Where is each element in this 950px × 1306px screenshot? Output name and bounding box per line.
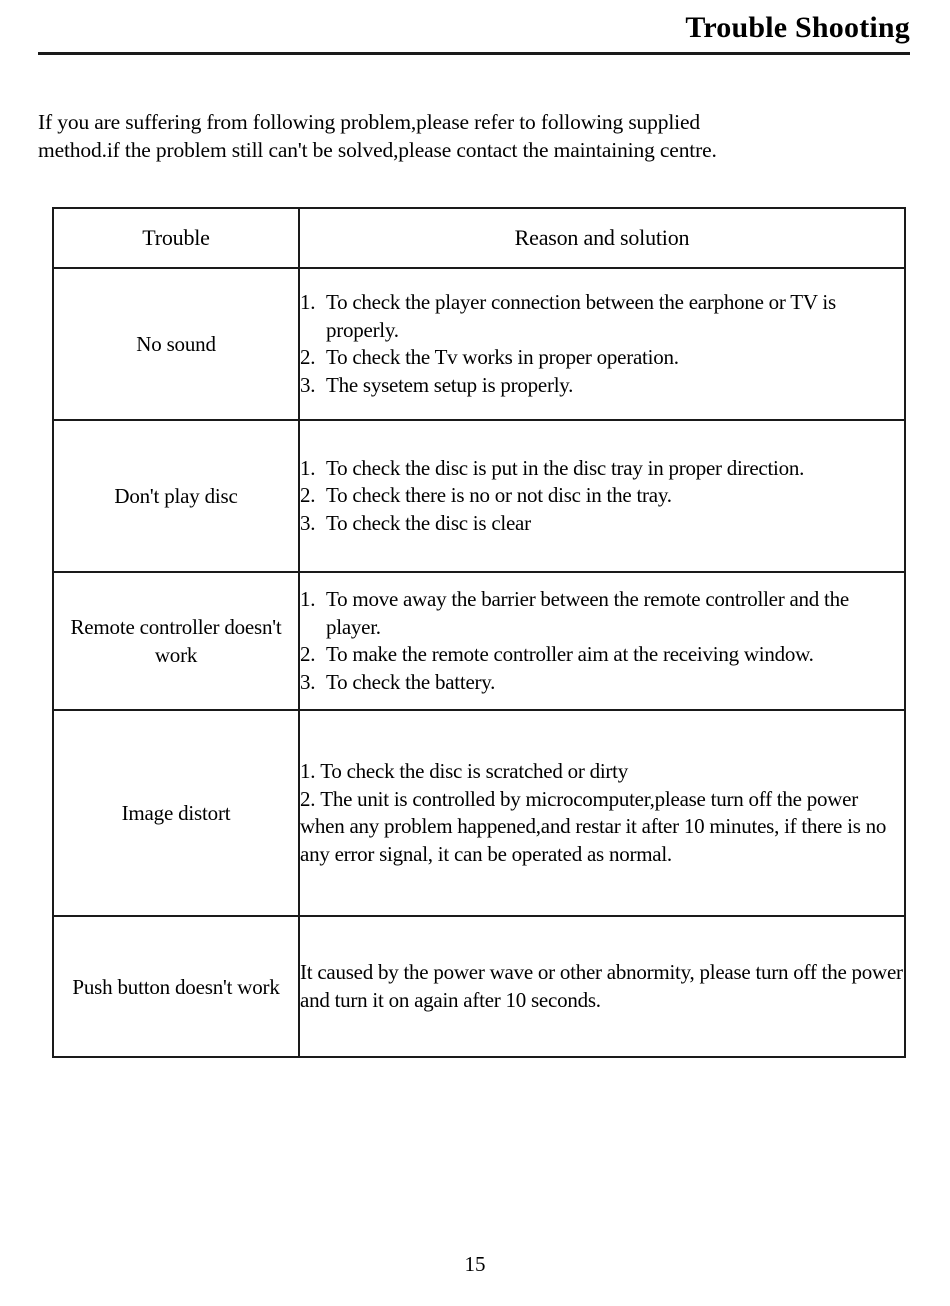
list-item-number: 2.	[300, 786, 316, 811]
trouble-label: Image distort	[52, 709, 300, 917]
list-item: 2.The unit is controlled by microcompute…	[300, 786, 904, 869]
table-row: Push button doesn't work It caused by th…	[52, 915, 906, 1058]
page-header: Trouble Shooting	[38, 8, 910, 58]
table-row: Remote controller doesn't work 1. To move…	[52, 571, 906, 711]
list-item-text: To make the remote controller aim at the…	[326, 642, 814, 666]
list-item-number: 2.	[300, 345, 316, 369]
list-item-number: 3.	[300, 510, 316, 535]
table-row: Don't play disc 1. To check the disc is p…	[52, 419, 906, 573]
page-title: Trouble Shooting	[685, 11, 910, 44]
reason-content: 1. To move away the barrier between the r…	[298, 571, 906, 711]
list-item: 1. To check the disc is put in the disc t…	[300, 455, 904, 483]
list-item: 2. To make the remote controller aim at t…	[300, 641, 904, 669]
reason-content: It caused by the power wave or other abn…	[298, 915, 906, 1058]
list-item-number: 2.	[300, 642, 316, 666]
reason-content: 1. To check the disc is put in the disc t…	[298, 419, 906, 573]
list-item-number: 1.	[300, 587, 316, 611]
list-item: 2. To check the Tv works in proper operat…	[300, 344, 904, 372]
troubleshooting-table-wrapper: Trouble Reason and solution No sound 1.T…	[52, 207, 906, 1058]
list-item-text: To check the disc is clear	[326, 510, 531, 535]
list-item-text: The unit is controlled by microcomputer,…	[300, 786, 887, 866]
list-item: 3. To check the disc is clear	[300, 510, 904, 538]
trouble-label: No sound	[52, 267, 300, 421]
troubleshooting-table: Trouble Reason and solution No sound 1.T…	[52, 207, 906, 1058]
list-item-text: To check the Tv works in proper operatio…	[326, 345, 679, 369]
intro-paragraph: If you are suffering from following prob…	[38, 108, 918, 164]
list-item: 1. To check the player connection between…	[300, 289, 904, 344]
list-item-number: 1.	[300, 759, 316, 783]
table-row: Image distort 1.To check the disc is scr…	[52, 709, 906, 917]
column-header-reason: Reason and solution	[298, 207, 906, 269]
list-item-text: To move away the barrier between the rem…	[326, 587, 849, 639]
solution-list: 1. To check the player connection between…	[300, 289, 904, 399]
list-item-number: 3.	[300, 372, 316, 397]
reason-content: 1.To check the disc is scratched or dirt…	[298, 709, 906, 917]
page-number: 15	[464, 1252, 486, 1276]
solution-list: 1.To check the disc is scratched or dirt…	[300, 758, 904, 868]
list-item-number: 2.	[300, 483, 316, 508]
list-item-text: To check the disc is put in the disc tra…	[326, 455, 805, 480]
reason-paragraph: It caused by the power wave or other abn…	[300, 960, 903, 1012]
solution-list: 1. To move away the barrier between the r…	[300, 586, 904, 696]
solution-list: 1. To check the disc is put in the disc t…	[300, 455, 904, 538]
intro-line-2: method.if the problem still can't be sol…	[38, 138, 717, 162]
list-item-text: To check the disc is scratched or dirty	[320, 759, 629, 783]
table-header-row: Trouble Reason and solution	[52, 207, 906, 269]
list-item-text: To check the battery.	[326, 669, 496, 694]
list-item: 2. To check there is no or not disc in th…	[300, 482, 904, 510]
intro-line-1: If you are suffering from following prob…	[38, 110, 700, 134]
list-item-text: The sysetem setup is properly.	[326, 372, 574, 397]
column-header-trouble: Trouble	[52, 207, 300, 269]
list-item-number: 1.	[300, 455, 316, 480]
header-divider	[38, 52, 910, 55]
trouble-label: Don't play disc	[52, 419, 300, 573]
list-item-text: To check the player connection between t…	[326, 290, 836, 342]
list-item-number: 1.	[300, 290, 316, 314]
list-item: 1.To check the disc is scratched or dirt…	[300, 758, 904, 786]
list-item: 3. To check the battery.	[300, 669, 904, 697]
trouble-label: Remote controller doesn't work	[52, 571, 300, 711]
list-item-number: 3.	[300, 669, 316, 694]
table-row: No sound 1. To check the player connectio…	[52, 267, 906, 421]
trouble-label: Push button doesn't work	[52, 915, 300, 1058]
list-item: 3. The sysetem setup is properly.	[300, 372, 904, 400]
reason-content: 1. To check the player connection between…	[298, 267, 906, 421]
list-item-text: To check there is no or not disc in the …	[326, 483, 672, 508]
list-item: 1. To move away the barrier between the r…	[300, 586, 904, 641]
